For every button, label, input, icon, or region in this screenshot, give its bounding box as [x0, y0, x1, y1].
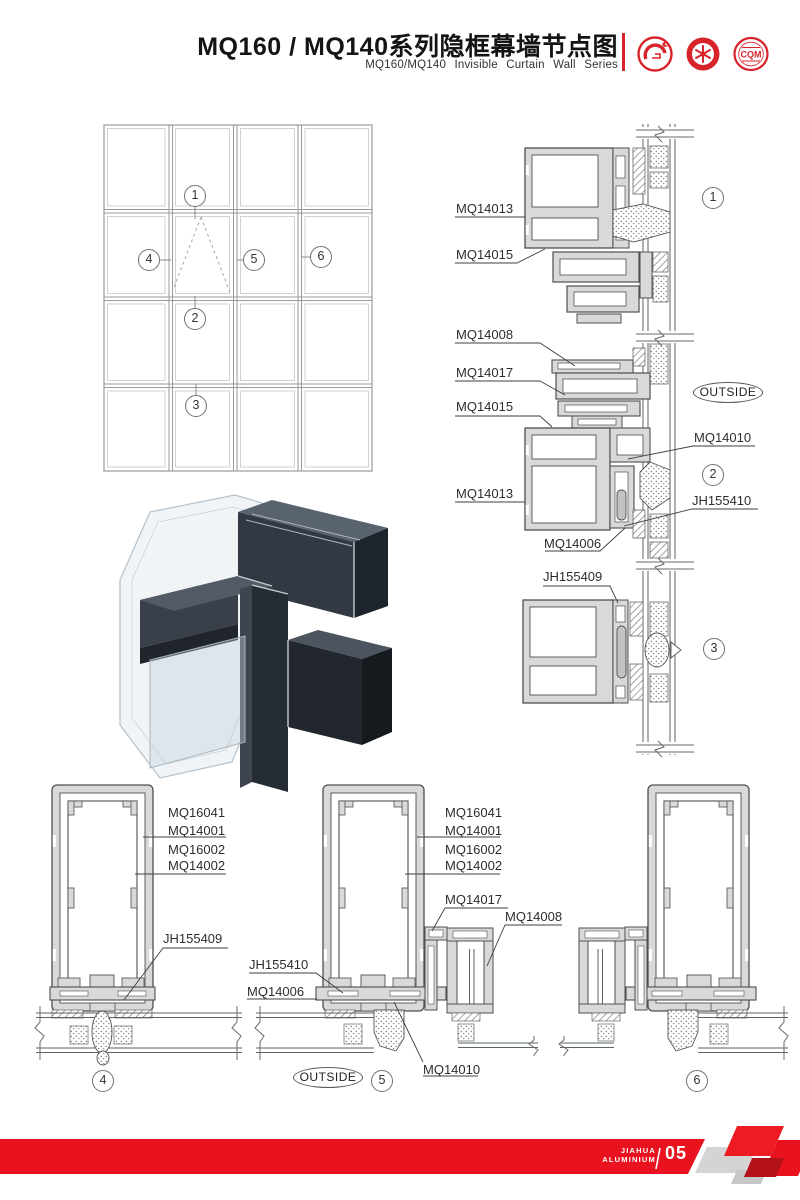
glass-break-symbols-vertical: [636, 125, 694, 758]
part-label-mq14001: MQ14001: [445, 823, 503, 838]
part-label-mq14006: MQ14006: [247, 984, 305, 999]
part-label-mq14006: MQ14006: [544, 536, 602, 551]
part-label-mq14002: MQ14002: [168, 858, 226, 873]
vent-sash-plan-mirrored: [578, 926, 648, 1042]
assembly-3d-render: [119, 494, 392, 792]
certification-logos: CQM: [637, 36, 769, 72]
elevation-callout-2: 2: [184, 308, 206, 330]
elevation-callout-1: 1: [184, 185, 206, 207]
part-label-mq16002: MQ16002: [445, 842, 503, 857]
vent-opening-dashes: [170, 216, 232, 296]
header-divider: [622, 33, 625, 71]
part-label-jh155410: JH155410: [249, 957, 309, 972]
elevation-diagram: [103, 124, 373, 472]
part-label-mq14008: MQ14008: [505, 909, 563, 924]
footer-brand: JIAHUA ALUMINIUM: [520, 1146, 656, 1164]
part-label-mq14010: MQ14010: [694, 430, 752, 445]
part-label-mq14013: MQ14013: [456, 486, 514, 501]
gb-cert-icon: [637, 36, 673, 72]
elevation-callout-6: 6: [310, 246, 332, 268]
part-label-mq14010: MQ14010: [423, 1062, 481, 1077]
part-label-mq14017: MQ14017: [445, 892, 503, 907]
detail-5-section: [254, 926, 539, 1060]
detail-callout-5: 5: [371, 1070, 393, 1092]
detail-6-section: [558, 926, 789, 1060]
detail-4-section: [34, 974, 242, 1066]
detail-1-section: [524, 145, 671, 324]
part-label-mq14017: MQ14017: [456, 365, 514, 380]
vertical-sections: [522, 124, 694, 758]
detail-callout-3: 3: [703, 638, 725, 660]
footer-page-number: 05: [665, 1143, 688, 1163]
part-label-mq16041: MQ16041: [445, 805, 503, 820]
outside-tag-upper: OUTSIDE: [693, 382, 763, 403]
horizontal-sections: [34, 784, 789, 1066]
star-seal-icon: [686, 37, 720, 71]
detail-callout-6: 6: [686, 1070, 708, 1092]
elevation-callout-ticks: [160, 207, 310, 395]
page-title: MQ160 / MQ140系列隐框幕墙节点图: [197, 33, 618, 61]
footer-brand-line1: JIAHUA: [620, 1146, 656, 1155]
elevation-callout-5: 5: [243, 249, 265, 271]
part-label-jh155409: JH155409: [163, 931, 223, 946]
part-label-mq16002: MQ16002: [168, 842, 226, 857]
detail-callout-2: 2: [702, 464, 724, 486]
detail-callout-4: 4: [92, 1070, 114, 1092]
detail-2-section: [524, 343, 671, 559]
part-label-mq14008: MQ14008: [456, 327, 514, 342]
part-label-mq14015: MQ14015: [456, 399, 514, 414]
svg-text:CQM: CQM: [741, 50, 762, 60]
label-leader-lines: [123, 216, 758, 1077]
part-label-jh155410: JH155410: [692, 493, 752, 508]
detail-callout-1: 1: [702, 187, 724, 209]
footer-brand-line2: ALUMINIUM: [602, 1155, 656, 1164]
outside-tag-lower: OUTSIDE: [293, 1067, 363, 1088]
page-subtitle: MQ160/MQ140 Invisible Curtain Wall Serie…: [365, 59, 618, 71]
part-label-mq14015: MQ14015: [456, 247, 514, 262]
part-label-mq16041: MQ16041: [168, 805, 226, 820]
part-label-mq14002: MQ14002: [445, 858, 503, 873]
footer-band: [0, 1126, 800, 1184]
jiahua-logo-mark: [695, 1126, 800, 1184]
elevation-callout-3: 3: [185, 395, 207, 417]
part-label-jh155409: JH155409: [543, 569, 603, 584]
part-label-mq14001: MQ14001: [168, 823, 226, 838]
part-label-mq14013: MQ14013: [456, 201, 514, 216]
vent-sash-plan: [424, 926, 494, 1042]
cqm-icon: CQM: [733, 36, 769, 72]
detail-3-section: [522, 599, 682, 704]
elevation-callout-4: 4: [138, 249, 160, 271]
